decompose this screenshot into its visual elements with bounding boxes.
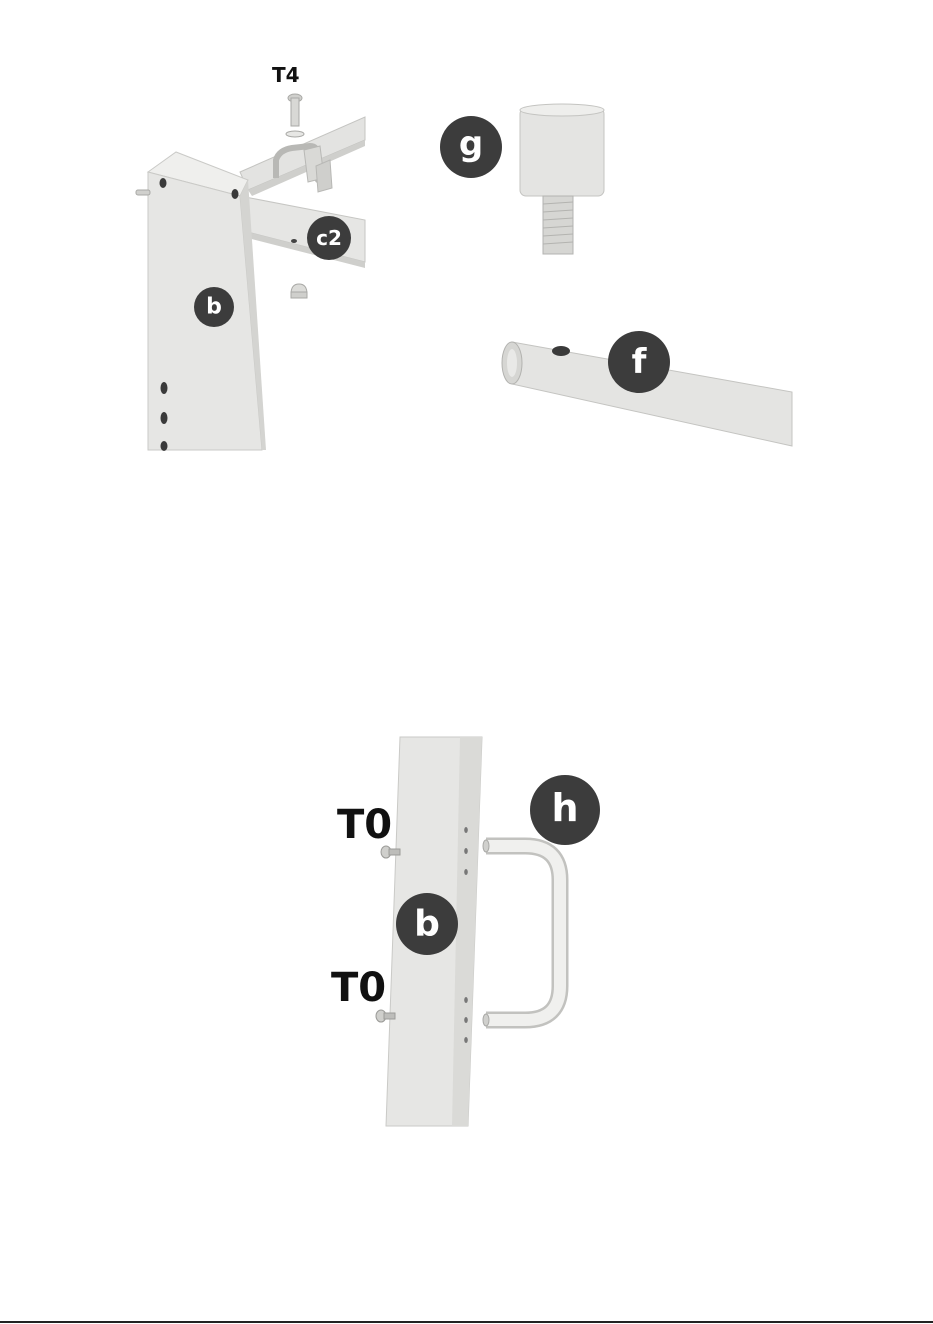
svg-text:c2: c2	[316, 226, 342, 250]
hole	[161, 412, 168, 424]
hole	[464, 1037, 468, 1043]
badge-h: h	[530, 775, 600, 845]
hole	[552, 346, 570, 356]
figure-bottom: T0 T0 b h	[331, 737, 600, 1126]
badge-g: g	[440, 116, 502, 178]
badge-b-top: b	[194, 287, 234, 327]
label-t4: T4	[272, 63, 300, 87]
handle-h	[483, 840, 560, 1026]
hole	[464, 997, 468, 1003]
cap-nut	[291, 284, 307, 298]
label-t0-lower: T0	[331, 965, 386, 1011]
badge-f: f	[608, 331, 670, 393]
label-t0-upper: T0	[337, 802, 392, 848]
svg-text:b: b	[206, 295, 222, 320]
svg-text:h: h	[551, 786, 578, 830]
hole	[232, 189, 239, 199]
hole	[464, 1017, 468, 1023]
svg-text:g: g	[459, 124, 483, 164]
svg-text:b: b	[414, 904, 440, 945]
hole	[161, 441, 168, 451]
screw-t4	[286, 94, 304, 137]
badge-c2: c2	[307, 216, 351, 260]
foot-g	[520, 104, 604, 254]
hole	[464, 827, 468, 833]
hole	[160, 178, 167, 188]
hole	[161, 382, 168, 394]
figure-top: T4	[136, 63, 792, 451]
badge-b-bottom: b	[396, 893, 458, 955]
hole	[464, 869, 468, 875]
rail-bar	[240, 117, 365, 196]
hole	[464, 848, 468, 854]
svg-text:f: f	[632, 342, 648, 382]
